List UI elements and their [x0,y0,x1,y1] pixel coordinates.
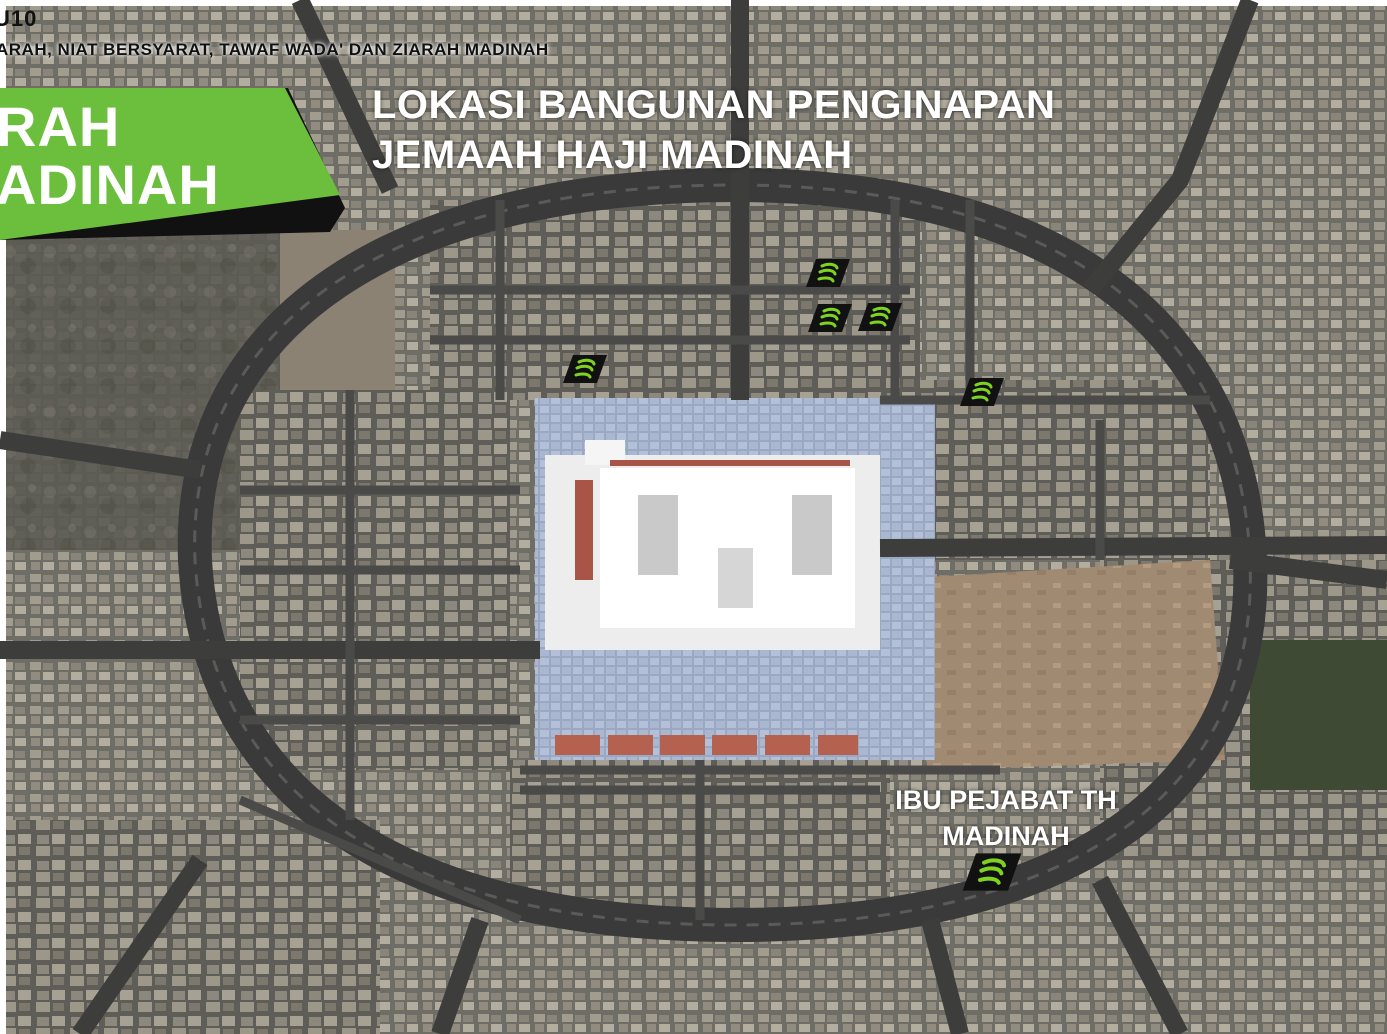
banner-line-2: ADINAH [0,153,220,216]
office-label: IBU PEJABAT TH MADINAH [882,782,1130,854]
office-label-line-2: MADINAH [942,821,1070,851]
section-banner: RAH ADINAH [0,98,220,214]
tabung-haji-logo-icon[interactable] [858,302,902,332]
tabung-haji-logo-icon[interactable] [808,303,852,333]
map-title-line-1: LOKASI BANGUNAN PENGINAPAN [372,83,1056,127]
tabung-haji-logo-icon[interactable] [962,852,1022,892]
page-number: U10 [0,6,38,31]
tabung-haji-logo-icon[interactable] [960,377,1004,407]
tabung-haji-logo-icon[interactable] [806,258,850,288]
map-title: LOKASI BANGUNAN PENGINAPAN JEMAAH HAJI M… [372,80,1055,180]
map-title-line-2: JEMAAH HAJI MADINAH [372,133,853,177]
office-label-line-1: IBU PEJABAT TH [895,785,1117,815]
banner-line-1: RAH [0,95,121,158]
tabung-haji-logo-icon[interactable] [563,354,607,384]
section-subtitle: ARAH, NIAT BERSYARAT, TAWAF WADA' DAN ZI… [0,40,549,59]
